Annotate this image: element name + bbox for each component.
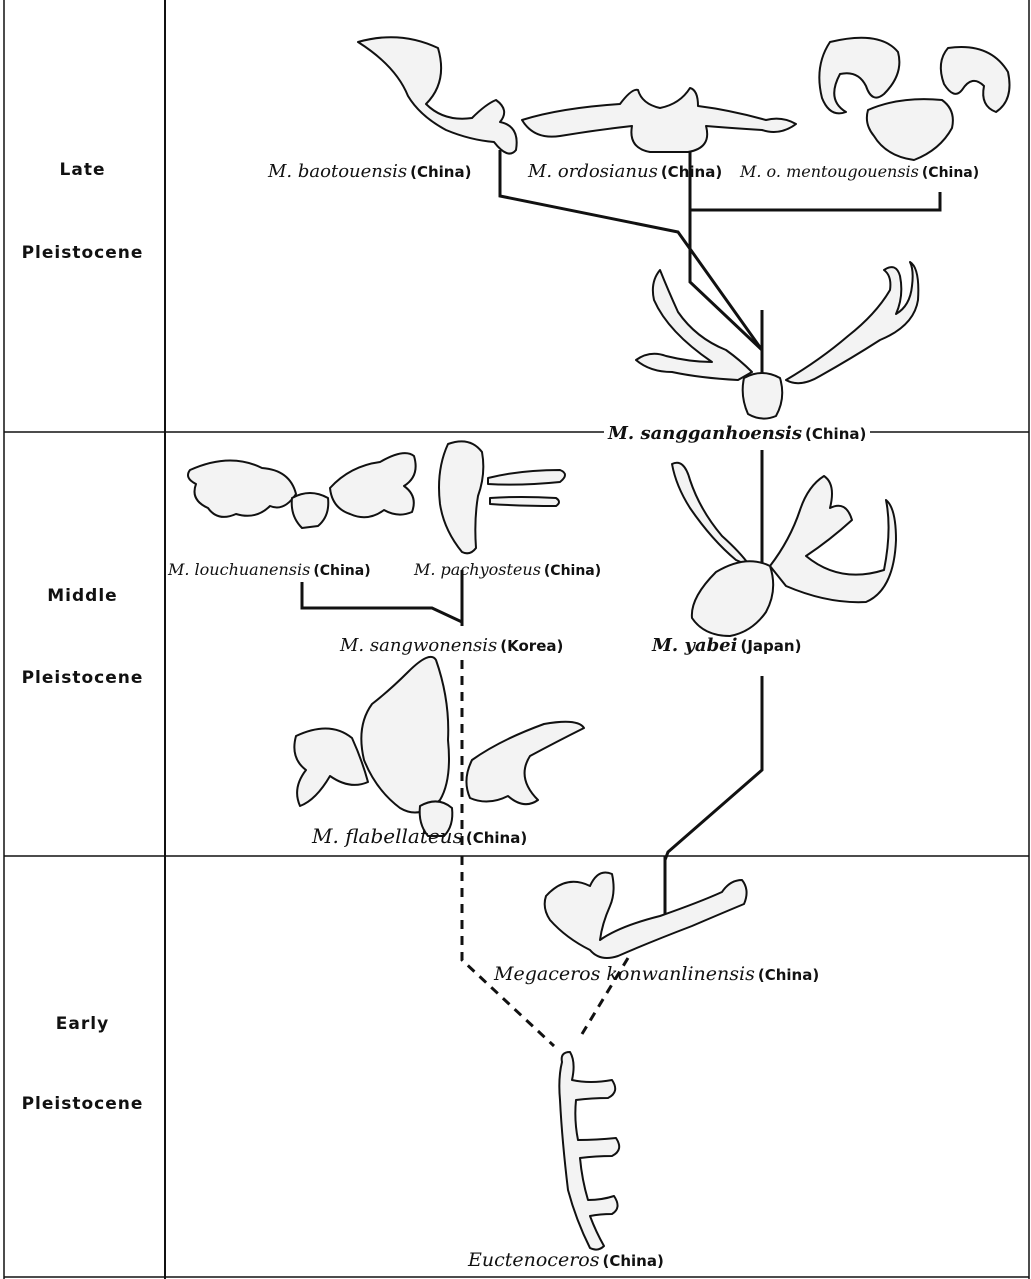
taxon-louchuanensis: M. louchuanensis(China) — [168, 560, 371, 581]
flabellateus-antler-left-icon — [294, 728, 368, 806]
taxon-mentougouensis: M. o. mentougouensis(China) — [740, 162, 979, 183]
period-late-sublabel: Pleistocene — [0, 243, 165, 263]
period-early-sublabel: Pleistocene — [0, 1094, 165, 1114]
period-late-label: Late — [0, 160, 165, 180]
louchuanensis-antler-right-icon — [330, 453, 416, 517]
period-middle-sublabel: Pleistocene — [0, 668, 165, 688]
taxon-pachyosteus: M. pachyosteus(China) — [414, 560, 601, 581]
flabellateus-antler-icon — [361, 657, 449, 813]
taxon-flabellateus: M. flabellateus(China) — [312, 826, 527, 848]
yabei-lineage — [665, 676, 762, 860]
lineage-lines — [302, 150, 940, 925]
taxon-yabei: M. yabei(Japan) — [652, 636, 801, 656]
taxon-ordosianus: M. ordosianus(China) — [528, 162, 722, 182]
taxon-konwanlinensis: Megaceros konwanlinensis(China) — [494, 964, 819, 985]
mentougouensis-skull-icon — [867, 99, 953, 160]
yabei-antler-right-icon — [770, 476, 896, 602]
pachyosteus-fragment-icon — [488, 470, 565, 506]
period-early-label: Early — [0, 1014, 165, 1034]
taxon-baotouensis: M. baotouensis(China) — [268, 162, 471, 182]
flabellateus-euctenoceros-dashed — [462, 856, 554, 1046]
pachyosteus-antler-icon — [439, 441, 483, 553]
mentougouensis-antler-right-icon — [941, 47, 1010, 112]
yabei-skull-icon — [692, 561, 773, 636]
sangganhoensis-skull-icon — [743, 373, 783, 419]
konwanlinensis-antler-icon — [545, 873, 747, 959]
taxon-sangwonensis: M. sangwonensis(Korea) — [340, 636, 563, 656]
mentougouensis-antler-icon — [819, 38, 899, 114]
taxon-sangganhoensis: M. sangganhoensis(China) — [604, 424, 870, 444]
euctenoceros-antler-icon — [559, 1052, 619, 1250]
inferred-lineage-lines — [462, 660, 628, 1046]
ordosianus-antler-icon — [522, 88, 796, 152]
taxon-euctenoceros: Euctenoceros(China) — [468, 1250, 664, 1271]
baotouensis-antler-icon — [358, 37, 517, 153]
louchuanensis-antler-icon — [188, 460, 296, 516]
period-middle-label: Middle — [0, 586, 165, 606]
mentougouensis-branch — [690, 192, 940, 210]
louchuanensis-branch — [302, 582, 462, 622]
louchuanensis-skull-icon — [292, 493, 329, 528]
yabei-antler-icon — [672, 463, 750, 566]
sangganhoensis-antler-right-icon — [786, 262, 918, 383]
flabellateus-antler-right-icon — [466, 722, 584, 804]
